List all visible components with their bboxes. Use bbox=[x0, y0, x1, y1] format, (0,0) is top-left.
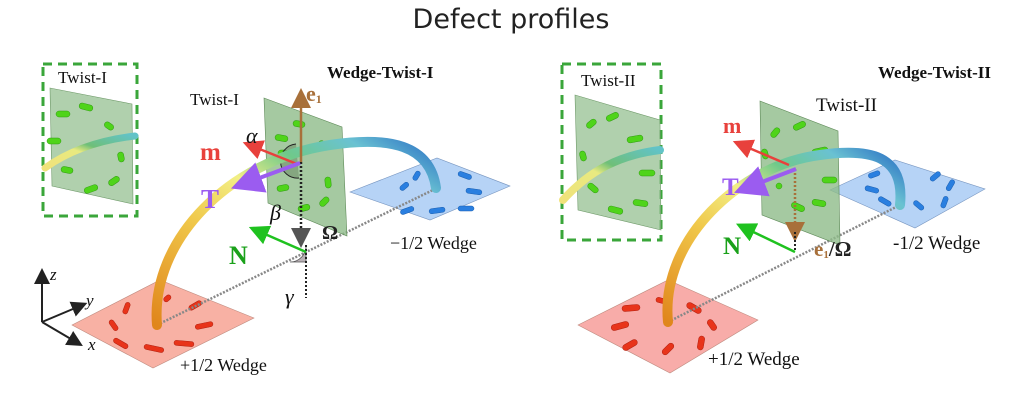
minus-wedge-label: −1/2 Wedge bbox=[390, 233, 477, 253]
defect-line bbox=[41, 132, 139, 172]
inset-border bbox=[41, 62, 139, 218]
plus-wedge-label: +1/2 Wedge bbox=[180, 355, 267, 375]
n-vector bbox=[248, 225, 307, 254]
z-axis-label: z bbox=[49, 265, 57, 284]
t-label: T bbox=[722, 174, 739, 201]
minus-wedge-rods bbox=[864, 170, 955, 211]
m-label: m bbox=[723, 113, 741, 138]
t-vector bbox=[230, 161, 301, 193]
panel-wedge-twist-ii: Twist-II bbox=[559, 62, 991, 374]
alpha-label: α bbox=[246, 123, 258, 148]
x-axis-label: x bbox=[87, 335, 96, 354]
plane-label: Twist-II bbox=[816, 95, 877, 116]
y-axis bbox=[41, 301, 88, 323]
m-vector bbox=[242, 140, 298, 166]
defect-line bbox=[559, 146, 664, 204]
inset-twist-i: Twist-I bbox=[41, 62, 139, 218]
plane-label: Twist-I bbox=[190, 90, 239, 109]
minus-wedge-label: -1/2 Wedge bbox=[893, 233, 980, 254]
defect-line bbox=[662, 147, 906, 327]
separation-line bbox=[667, 203, 901, 324]
m-vector bbox=[732, 139, 790, 167]
director-rods bbox=[46, 102, 125, 194]
e1-omega-label: e1/Ω bbox=[814, 237, 851, 261]
figure-title: Defect profiles bbox=[412, 4, 610, 35]
inset-label: Twist-I bbox=[58, 68, 107, 87]
y-axis-label: y bbox=[84, 291, 94, 310]
plus-wedge-plane bbox=[71, 279, 255, 369]
minus-wedge-plane bbox=[829, 159, 986, 229]
plus-wedge-label: +1/2 Wedge bbox=[708, 349, 800, 370]
n-label: N bbox=[723, 233, 741, 260]
minus-wedge-rods bbox=[399, 170, 483, 215]
beta-label: β bbox=[269, 200, 281, 225]
defect-line bbox=[151, 136, 441, 330]
panel-wedge-twist-i: Twist-I bbox=[34, 62, 511, 375]
gamma-arc bbox=[289, 244, 307, 263]
t-vector bbox=[734, 166, 797, 197]
omega-label: Ω bbox=[322, 222, 338, 244]
separation-line bbox=[156, 186, 438, 327]
e1-label: e1 bbox=[306, 81, 322, 106]
gamma-label: γ bbox=[285, 284, 295, 309]
n-vector bbox=[735, 223, 796, 254]
m-label: m bbox=[200, 139, 221, 166]
inset-label: Twist-II bbox=[581, 71, 636, 90]
director-rods bbox=[579, 112, 656, 215]
inset-twist-ii: Twist-II bbox=[559, 62, 664, 242]
panel-heading: Wedge-Twist-II bbox=[878, 63, 991, 82]
plus-wedge-rods bbox=[108, 294, 214, 353]
n-label: N bbox=[229, 241, 248, 270]
t-label: T bbox=[201, 184, 219, 214]
coordinate-axes: z y x bbox=[34, 265, 96, 354]
x-axis bbox=[41, 321, 83, 347]
panel-heading: Wedge-Twist-I bbox=[327, 63, 434, 82]
